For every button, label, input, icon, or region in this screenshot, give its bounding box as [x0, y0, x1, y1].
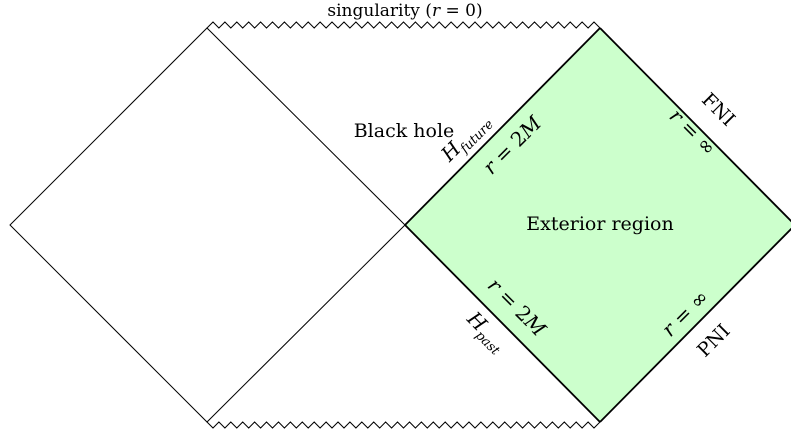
singularity-label-suffix: = 0) [440, 1, 483, 21]
exterior-region-fill [405, 28, 791, 422]
singularity-label-var: r [432, 1, 441, 21]
left-exterior-diamond [9, 27, 406, 423]
past-horizon-line [404, 224, 601, 423]
singularity-label: singularity (r = 0) [327, 1, 482, 21]
past-null-infinity-line [599, 227, 791, 423]
past-singularity-zigzag [206, 421, 601, 429]
singularity-label-prefix: singularity ( [327, 1, 432, 21]
exterior-region-label: Exterior region [526, 213, 673, 235]
pni-label: PNI [693, 320, 735, 362]
black-hole-label: Black hole [354, 120, 455, 142]
future-horizon-line [404, 27, 601, 226]
h-past-base: H [462, 306, 492, 336]
h-past-sub: past [472, 328, 503, 359]
future-singularity-zigzag [206, 21, 601, 29]
future-null-infinity-line [599, 27, 791, 223]
